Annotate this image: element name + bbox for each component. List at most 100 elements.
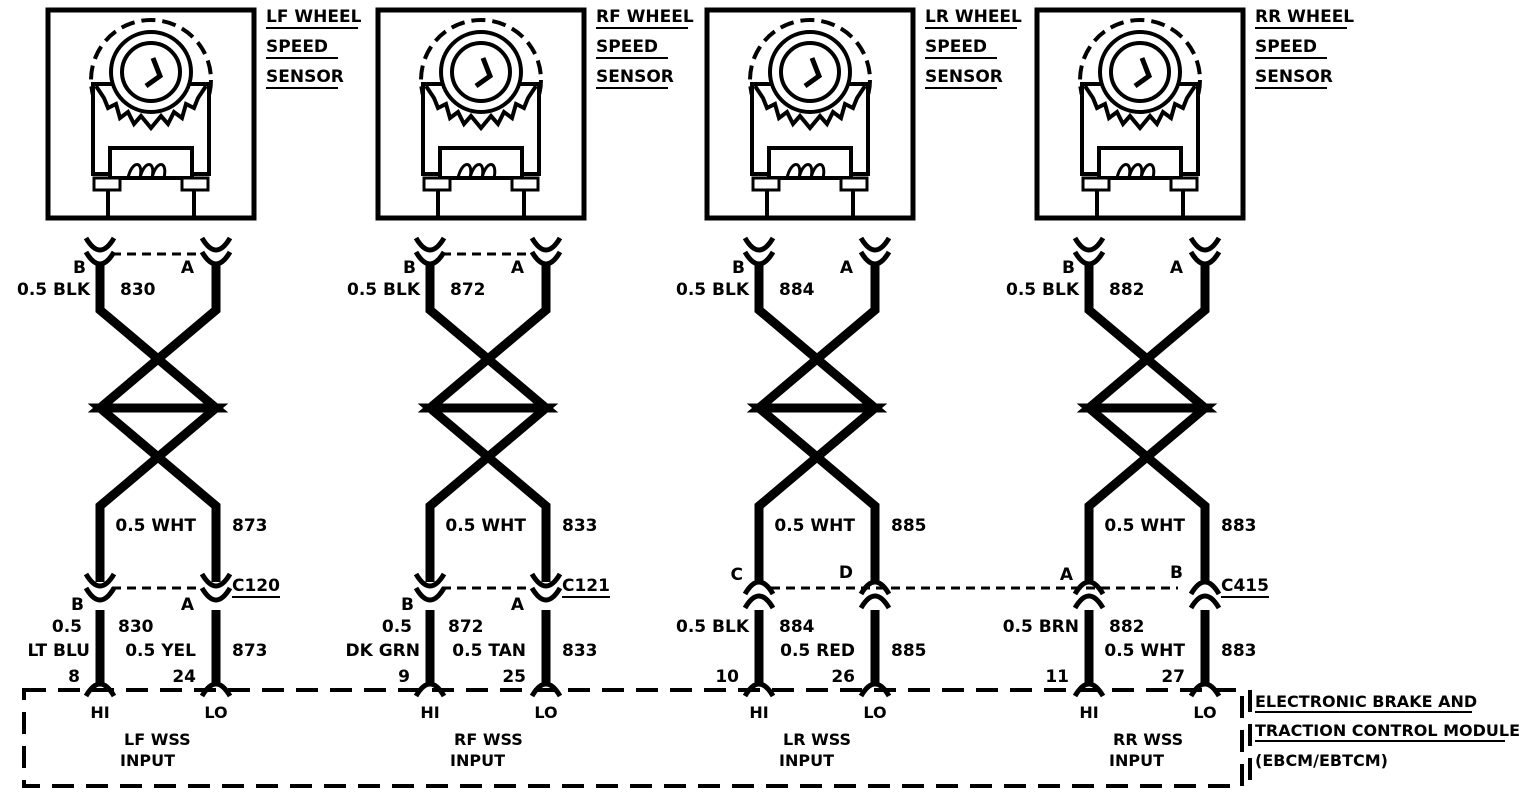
sensor-title-line: SPEED	[596, 37, 658, 57]
terminal-cup-icon	[1072, 579, 1106, 596]
terminal-cup-icon	[413, 681, 447, 698]
wire-color-label: 0.5 TAN	[452, 641, 526, 661]
terminal-cup-icon	[199, 236, 233, 253]
hi-label: HI	[420, 703, 439, 722]
pin-label: A	[511, 258, 525, 278]
wire-color-label: 0.5 YEL	[125, 641, 196, 661]
circuit-number-label: 830	[118, 617, 154, 637]
module-pin-label: 27	[1161, 667, 1185, 687]
hi-label: HI	[749, 703, 768, 722]
terminal-cup-icon	[83, 236, 117, 253]
circuit-number-label: 882	[1109, 617, 1145, 637]
wheel-speed-sensor-icon	[1037, 10, 1243, 218]
circuit-number-label: 882	[1109, 280, 1145, 300]
circuit-number-label: 884	[779, 280, 815, 300]
wire-color-label: 0.5	[382, 617, 412, 637]
connector-terminals	[83, 236, 1222, 698]
wss-input-label: INPUT	[1109, 751, 1164, 770]
terminal-cup-icon	[83, 586, 117, 603]
hi-label: HI	[90, 703, 109, 722]
lo-label: LO	[204, 703, 227, 722]
terminal-cup-icon	[858, 236, 892, 253]
wire-color-label: 0.5 WHT	[774, 516, 855, 536]
hi-label: HI	[1079, 703, 1098, 722]
pin-label: A	[1060, 565, 1074, 585]
wheel-speed-sensor-icon	[707, 10, 913, 218]
terminal-cup-icon	[83, 250, 117, 267]
wire-color-label: DK GRN	[346, 641, 420, 661]
terminal-cup-icon	[199, 572, 233, 589]
wire-color-label: 0.5 BLK	[676, 617, 750, 637]
module-pin-label: 8	[68, 667, 80, 687]
module-pin-label: 9	[398, 667, 410, 687]
sensor-title-line: SENSOR	[596, 67, 674, 87]
module-pin-label: 11	[1045, 667, 1069, 687]
lo-label: LO	[534, 703, 557, 722]
sensor-title-line: SPEED	[925, 37, 987, 57]
circuit-number-label: 873	[232, 641, 268, 661]
circuit-number-label: 833	[562, 516, 598, 536]
circuit-number-label: 885	[891, 641, 927, 661]
terminal-cup-icon	[1072, 236, 1106, 253]
terminal-cup-icon	[83, 681, 117, 698]
wire-color-label: LT BLU	[27, 641, 90, 661]
circuit-number-label: 883	[1221, 516, 1257, 536]
module-pin-label: 10	[715, 667, 739, 687]
circuit-number-label: 873	[232, 516, 268, 536]
pin-label: A	[181, 258, 195, 278]
terminal-cup-icon	[413, 586, 447, 603]
terminal-cup-icon	[858, 250, 892, 267]
wire-color-label: 0.5 WHT	[1104, 516, 1185, 536]
pin-label: A	[840, 258, 854, 278]
module-title-line-3: (EBCM/EBTCM)	[1255, 751, 1388, 770]
sensor-title-line: SENSOR	[1255, 67, 1333, 87]
wire-color-label: 0.5 BRN	[1003, 617, 1079, 637]
terminal-cup-icon	[858, 681, 892, 698]
terminal-cup-icon	[199, 586, 233, 603]
circuit-number-label: 883	[1221, 641, 1257, 661]
terminal-cup-icon	[858, 579, 892, 596]
pin-label: A	[181, 595, 195, 615]
terminal-cup-icon	[529, 572, 563, 589]
sensor-title-line: LR WHEEL	[925, 7, 1022, 27]
lo-label: LO	[1193, 703, 1216, 722]
wire-color-label: 0.5 BLK	[676, 280, 750, 300]
pin-label: C	[731, 565, 743, 585]
wire-color-label: 0.5 WHT	[445, 516, 526, 536]
circuit-number-label: 885	[891, 516, 927, 536]
terminal-cup-icon	[1188, 236, 1222, 253]
sensor-title-line: RR WHEEL	[1255, 7, 1354, 27]
circuit-number-label: 884	[779, 617, 815, 637]
wss-input-label: LF WSS	[124, 730, 191, 749]
terminal-cup-icon	[529, 586, 563, 603]
pin-label: A	[511, 595, 525, 615]
wire-color-label: 0.5 WHT	[1104, 641, 1185, 661]
connector-id-label: C120	[232, 576, 280, 596]
sensor-title-line: LF WHEEL	[266, 7, 362, 27]
circuit-number-label: 872	[450, 280, 486, 300]
terminal-cup-icon	[529, 681, 563, 698]
wire-color-label: 0.5 BLK	[347, 280, 421, 300]
wheel-speed-sensor-icon	[378, 10, 584, 218]
wheel-speed-sensor-icon	[48, 10, 254, 218]
terminal-cup-icon	[1188, 250, 1222, 267]
sensor-title-line: SENSOR	[925, 67, 1003, 87]
sensor-title-line: SENSOR	[266, 67, 344, 87]
lo-label: LO	[863, 703, 886, 722]
module-pin-label: 24	[172, 667, 196, 687]
pin-label: B	[401, 595, 414, 615]
wss-input-label: LR WSS	[783, 730, 851, 749]
terminal-cup-icon	[1188, 593, 1222, 610]
terminal-cup-icon	[529, 236, 563, 253]
wire-color-label: 0.5 BLK	[1006, 280, 1080, 300]
module-title: ELECTRONIC BRAKE AND TRACTION CONTROL MO…	[1255, 692, 1520, 770]
module-title-line-2: TRACTION CONTROL MODULE	[1255, 721, 1520, 740]
terminal-cup-icon	[529, 250, 563, 267]
wire-color-label: 0.5	[52, 617, 82, 637]
terminal-cup-icon	[1188, 579, 1222, 596]
terminal-cup-icon	[1072, 681, 1106, 698]
connector-id-label: C415	[1221, 576, 1269, 596]
wire-color-label: 0.5 RED	[780, 641, 855, 661]
twisted-pair-wire	[1089, 265, 1205, 686]
sensor-title-line: SPEED	[266, 37, 328, 57]
